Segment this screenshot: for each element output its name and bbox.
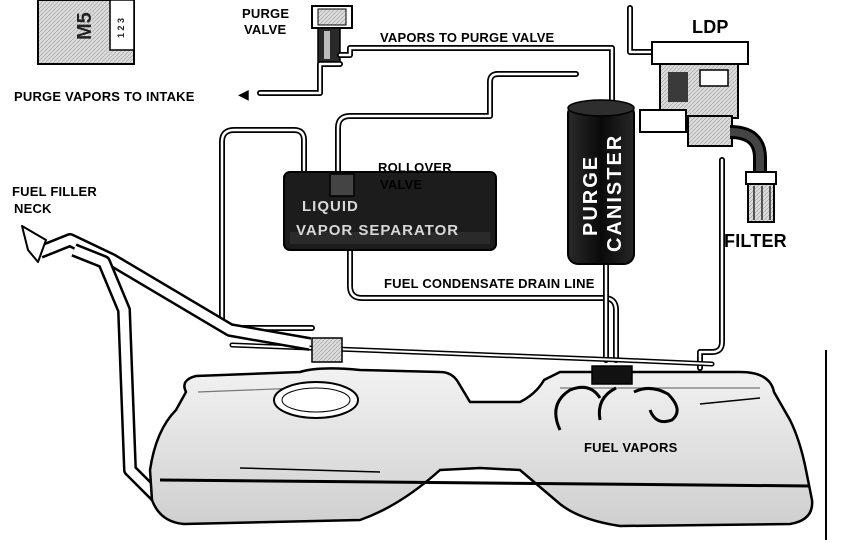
label-purge-vapors-to-intake: PURGE VAPORS TO INTAKE xyxy=(14,89,195,104)
vapor-separator xyxy=(283,171,497,251)
label-purge-valve-1: PURGE xyxy=(242,6,290,21)
label-ldp: LDP xyxy=(692,17,729,37)
filter xyxy=(745,171,777,223)
label-fuel-vapors: FUEL VAPORS xyxy=(584,440,678,455)
separator-label-2: VAPOR SEPARATOR xyxy=(296,222,460,239)
separator-label-1: LIQUID xyxy=(302,198,359,215)
label-filter: FILTER xyxy=(724,231,787,251)
module-pins: 1 2 3 xyxy=(116,17,126,38)
label-fuel-filler-1: FUEL FILLER xyxy=(12,184,98,199)
label-rollover-valve-1: ROLLOVER xyxy=(378,160,452,175)
purge-canister xyxy=(567,99,635,265)
module-m5 xyxy=(37,0,135,65)
fuel-filler-neck xyxy=(21,225,312,505)
label-vapors-to-purge-valve: VAPORS TO PURGE VALVE xyxy=(380,30,555,45)
label-fuel-condensate-drain-line: FUEL CONDENSATE DRAIN LINE xyxy=(384,276,595,291)
canister-label-1: PURGE xyxy=(580,154,602,236)
fuel-tank xyxy=(148,337,827,540)
ldp-pump xyxy=(639,41,767,180)
canister-label-2: CANISTER xyxy=(604,133,626,252)
label-purge-valve-2: VALVE xyxy=(244,22,287,37)
label-rollover-valve-2: VALVE xyxy=(380,177,423,192)
arrow-left-icon: ◀ xyxy=(238,87,249,103)
purge-valve xyxy=(311,5,353,63)
module-code: M5 xyxy=(74,12,96,40)
label-fuel-filler-2: NECK xyxy=(14,201,52,216)
